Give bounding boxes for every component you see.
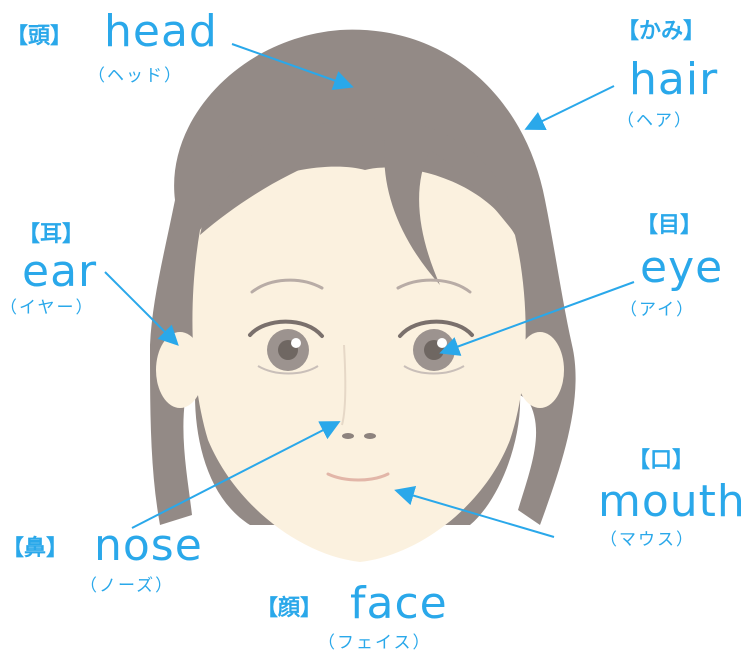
- right-ear: [516, 332, 564, 408]
- right-eyebrow: [396, 278, 472, 294]
- face-kanji: 【顔】: [256, 596, 323, 621]
- nose-reading: （ノーズ）: [80, 576, 175, 596]
- left-eye: [248, 319, 324, 375]
- head-arrow: [231, 43, 354, 91]
- mouth-arrow: [394, 485, 555, 538]
- eye-reading: （アイ）: [620, 300, 696, 320]
- nose-english: nose: [94, 520, 203, 571]
- face-skin: [192, 166, 526, 562]
- mouth: [326, 472, 390, 482]
- hair-arrow: [524, 85, 615, 130]
- ear-arrow: [104, 271, 179, 346]
- mouth-english: mouth: [598, 476, 741, 527]
- head-reading: （ヘッド）: [88, 66, 183, 86]
- eye-kanji: 【目】: [636, 213, 703, 238]
- left-eyebrow: [250, 278, 324, 294]
- face-reading: （フェイス）: [318, 633, 432, 653]
- left-ear: [156, 332, 204, 408]
- hair-reading: （ヘア）: [617, 111, 693, 131]
- eye-arrow: [439, 281, 635, 356]
- hair-fringe: [200, 118, 520, 285]
- head-english: head: [104, 6, 218, 57]
- head-kanji: 【頭】: [6, 24, 73, 49]
- ear-kanji: 【耳】: [18, 222, 85, 247]
- nose-arrow: [131, 421, 341, 529]
- hair-english: hair: [629, 54, 719, 105]
- mouth-kanji: 【口】: [628, 448, 695, 473]
- hair-kanji: 【かみ】: [617, 19, 706, 44]
- face-english: face: [350, 578, 448, 629]
- eye-english: eye: [640, 242, 724, 293]
- mouth-reading: （マウス）: [600, 530, 695, 550]
- nose: [341, 344, 376, 439]
- nose-kanji: 【鼻】: [2, 536, 69, 561]
- ear-reading: （イヤー）: [0, 298, 95, 318]
- ear-english: ear: [22, 246, 98, 297]
